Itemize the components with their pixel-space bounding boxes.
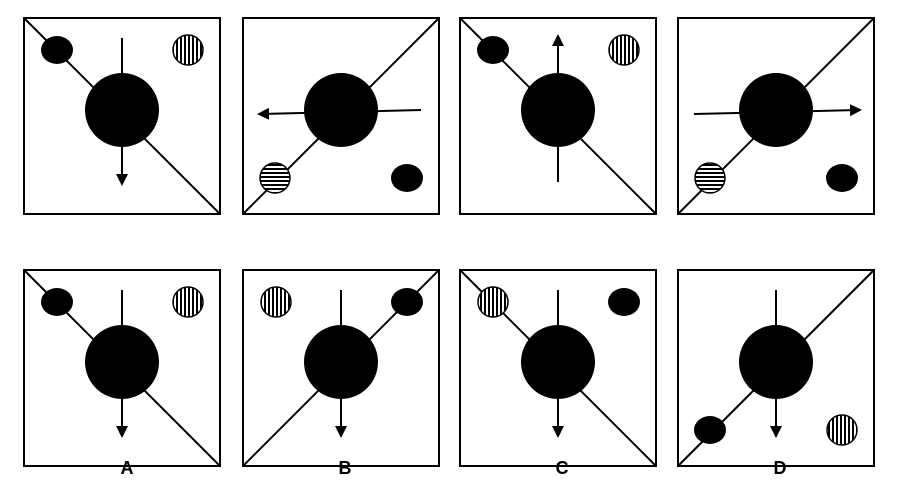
striped-dot — [694, 162, 726, 194]
striped-dot — [260, 286, 292, 318]
big-black-circle — [304, 73, 378, 147]
striped-dot — [477, 286, 509, 318]
small-black-dot — [391, 288, 423, 316]
big-black-circle — [739, 73, 813, 147]
small-black-dot — [391, 164, 423, 192]
option-panel-d — [677, 269, 875, 467]
small-black-dot — [41, 288, 73, 316]
small-black-dot — [608, 288, 640, 316]
striped-dot — [826, 414, 858, 446]
option-panel-a — [23, 269, 221, 467]
small-black-dot — [694, 416, 726, 444]
big-black-circle — [739, 325, 813, 399]
striped-dot — [608, 34, 640, 66]
striped-dot — [172, 34, 204, 66]
question-panel-4 — [677, 17, 875, 215]
striped-dot — [259, 162, 291, 194]
question-panel-3 — [459, 17, 657, 215]
big-black-circle — [521, 73, 595, 147]
big-black-circle — [85, 73, 159, 147]
question-panel-1 — [23, 17, 221, 215]
big-black-circle — [521, 325, 595, 399]
big-black-circle — [304, 325, 378, 399]
small-black-dot — [477, 36, 509, 64]
option-label-b[interactable]: B — [338, 458, 352, 478]
small-black-dot — [41, 36, 73, 64]
option-label-a[interactable]: A — [120, 458, 134, 478]
big-black-circle — [85, 325, 159, 399]
striped-dot — [172, 286, 204, 318]
small-black-dot — [826, 164, 858, 192]
option-label-d[interactable]: D — [773, 458, 787, 478]
question-panel-2 — [242, 17, 440, 215]
option-panel-b — [242, 269, 440, 467]
option-label-c[interactable]: C — [555, 458, 569, 478]
option-panel-c — [459, 269, 657, 467]
